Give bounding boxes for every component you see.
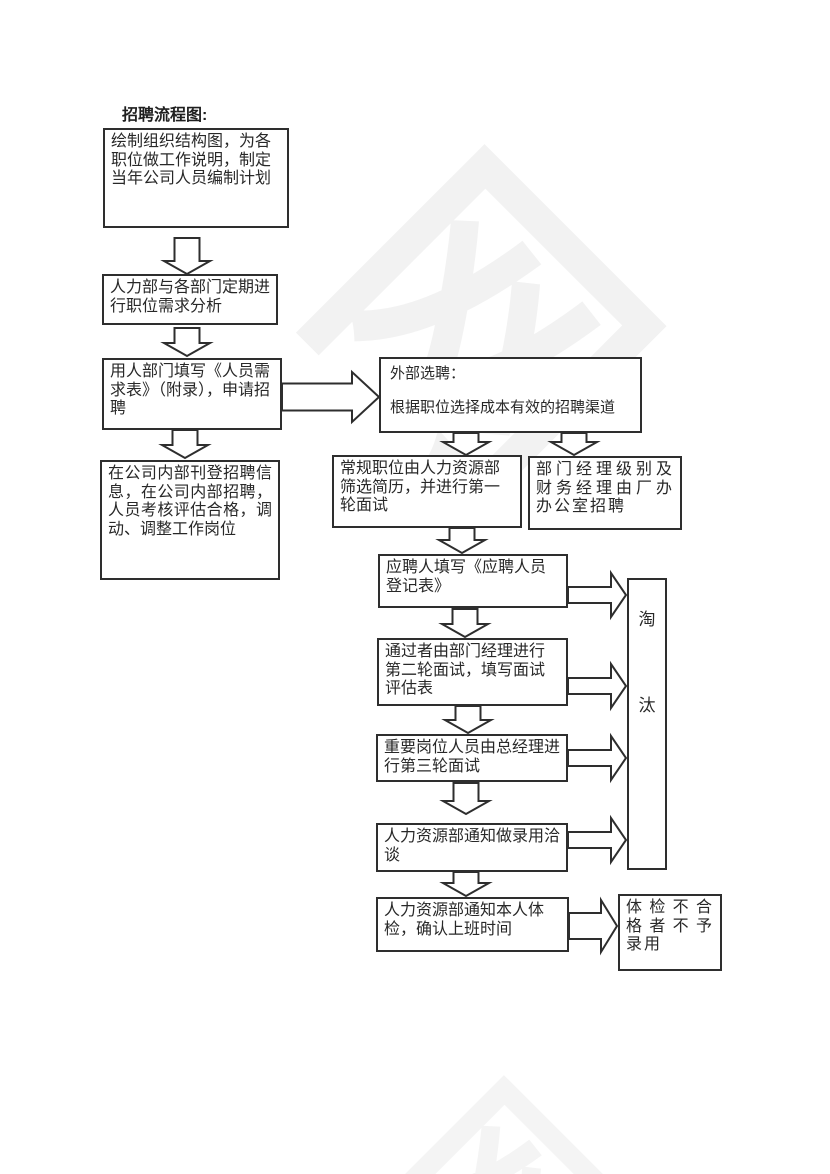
flow-box-external: 外部选聘： 根据职位选择成本有效的招聘渠道 [379, 357, 642, 433]
flow-arrow-down-registration-to-second [438, 608, 492, 639]
flow-box-eliminate: 淘 汰 [627, 578, 667, 870]
external-label: 外部选聘： [390, 365, 466, 382]
flow-box-physical-exam: 人力资源部通知本人体检，确认上班时间 [376, 897, 569, 952]
flow-box-third-interview: 重要岗位人员由总经理进行第三轮面试 [376, 734, 568, 782]
flow-arrow-down-third-to-offer [439, 782, 493, 816]
flow-arrow-right-second-to-eliminate [567, 660, 628, 712]
flow-box-registration: 应聘人填写《应聘人员登记表》 [378, 554, 568, 608]
flow-box-offer-talk: 人力资源部通知做录用洽谈 [376, 823, 568, 872]
flow-arrow-down-analysis-to-request [160, 327, 214, 358]
flow-arrow-down-external-to-regular [439, 432, 493, 457]
flow-arrow-right-offer-to-eliminate [567, 814, 628, 866]
flow-arrow-right-physical-to-reject [568, 896, 619, 956]
flow-arrow-down-offer-to-physical [439, 871, 493, 898]
eliminate-char-1: 淘 [638, 610, 656, 629]
external-detail: 根据职位选择成本有效的招聘渠道 [390, 398, 616, 416]
flow-box-request: 用人部门填写《人员需求表》（附录），申请招聘 [102, 358, 282, 430]
flow-arrow-right-request-to-external [281, 369, 381, 425]
flow-box-internal-recruit: 在公司内部刊登招聘信息，在公司内部招聘，人员考核评估合格，调动、调整工作岗位 [100, 460, 280, 580]
flow-arrow-down-regular-to-registration [435, 527, 489, 555]
flow-arrow-down-request-to-internal [158, 429, 212, 460]
eliminate-char-2: 汰 [638, 695, 656, 715]
flow-box-demand-analysis: 人力部与各部门定期进行职位需求分析 [102, 274, 278, 325]
flow-arrow-down-second-to-third [441, 705, 495, 735]
page-title: 招聘流程图: [122, 107, 208, 124]
flow-box-regular-screen: 常规职位由人力资源部筛选简历，并进行第一轮面试 [332, 455, 522, 528]
flow-arrow-right-third-to-eliminate [567, 732, 628, 784]
flow-arrow-down-plan-to-analysis [160, 237, 214, 276]
flow-box-second-interview: 通过者由部门经理进行第二轮面试，填写面试评估表 [377, 638, 568, 706]
flow-box-manager-recruit: 部门经理级别及财务经理由厂办办公室招聘 [528, 456, 682, 530]
flow-box-plan: 绘制组织结构图，为各职位做工作说明，制定当年公司人员编制计划 [103, 128, 289, 228]
flow-arrow-right-registration-to-eliminate [567, 569, 628, 621]
flow-box-reject: 体检不合格者不予录用 [618, 894, 722, 971]
flow-arrow-down-external-to-manager [547, 432, 601, 457]
